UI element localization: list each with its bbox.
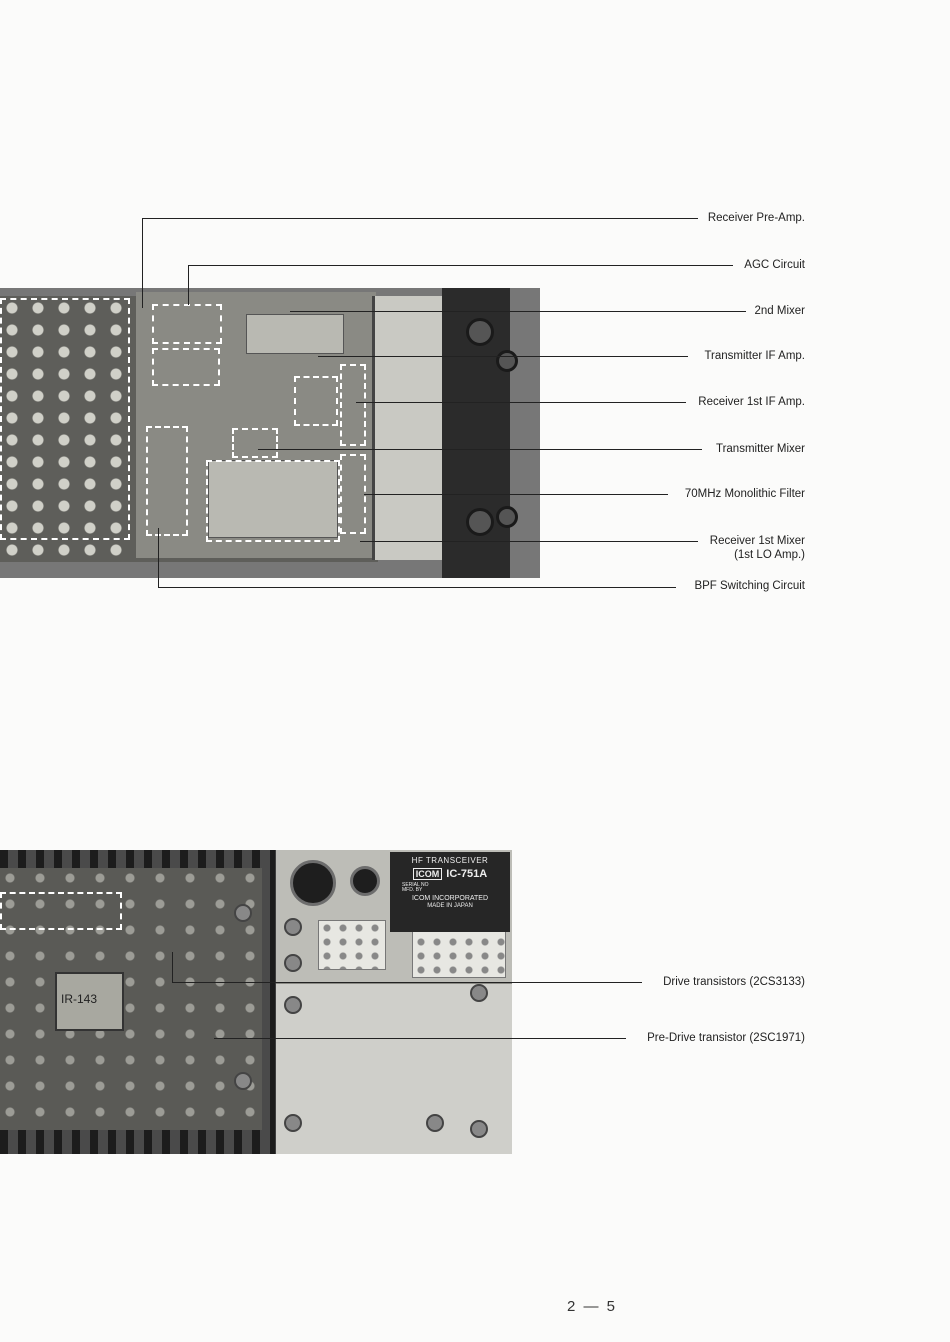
side-panel [372,296,445,560]
outline-receiver-1st-mixer [340,454,366,534]
nameplate-serial-label: SERIAL NO [402,881,429,888]
power-connector [318,920,386,970]
nameplate-model: IC-751A [446,867,488,880]
nameplate-brand: ICOM [412,867,443,880]
screw [284,996,302,1014]
outline-receiver-1st-if-amp [294,376,338,426]
label-pre-drive-transistor: Pre-Drive transistor (2SC1971) [647,1032,805,1044]
outline-bpf-switching [146,426,188,536]
label-receiver-pre-amp: Receiver Pre-Amp. [707,212,805,224]
knob [496,350,518,372]
transceiver-rear-view-photo: IR-143 [0,850,512,1154]
knob [496,506,518,528]
nameplate-mfd-label: MFD. BY [402,887,423,894]
screw [470,984,488,1002]
leader-line [188,265,733,266]
knob [466,318,494,346]
outline-driver-section [0,892,122,930]
screw [284,918,302,936]
nameplate-company: ICOM INCORPORATED [411,894,489,902]
leader-line [214,1038,626,1039]
label-70mhz-monolithic-filter: 70MHz Monolithic Filter [684,488,805,500]
label-receiver-1st-mixer: Receiver 1st Mixer [709,535,805,547]
leader-line [142,218,698,219]
outline-agc-circuit [152,304,222,344]
screw [234,904,252,922]
label-transmitter-if-amp: Transmitter IF Amp. [704,350,805,362]
leader-line [318,356,688,357]
ground-socket [350,866,380,896]
screw [234,1072,252,1090]
leader-line [356,402,686,403]
antenna-socket [290,860,336,906]
label-agc-circuit: AGC Circuit [744,259,805,271]
board-marking: IR-143 [61,992,98,1006]
leader-line [258,449,702,450]
outline-transmitter-mixer [232,428,278,458]
label-receiver-1st-if-amp: Receiver 1st IF Amp. [698,396,805,408]
label-transmitter-mixer: Transmitter Mixer [715,443,805,455]
outline-transmitter-if-amp [152,348,220,386]
screw [284,954,302,972]
shield-can [246,314,344,354]
leader-line [360,541,698,542]
leader-line [290,311,746,312]
pa-unit-board [0,868,262,1130]
nameplate-type: HF TRANSCEIVER [411,856,489,865]
label-drive-transistors: Drive transistors (2CS3133) [663,976,805,988]
screw [426,1114,444,1132]
knob [466,508,494,536]
outline-if-section [340,364,366,446]
outline-70mhz-filter [206,460,340,542]
leader-line [172,982,642,983]
label-1st-lo-amp: (1st LO Amp.) [734,549,805,561]
transceiver-top-view-photo [0,288,540,578]
leader-line [364,494,668,495]
screw [284,1114,302,1132]
outline-receiver-pre-amp [0,298,130,540]
leader-line [158,528,159,588]
screw [470,1120,488,1138]
label-bpf-switching-circuit: BPF Switching Circuit [694,580,805,592]
transformer: IR-143 [55,972,124,1031]
front-panel [442,288,518,578]
leader-line [172,952,173,983]
nameplate-origin: MADE IN JAPAN [427,902,473,909]
page-number: 2 — 5 [567,1298,618,1315]
leader-line [158,587,676,588]
label-2nd-mixer: 2nd Mixer [754,305,806,317]
filter-shield [208,460,338,538]
leader-line [188,265,189,305]
leader-line [142,218,143,308]
